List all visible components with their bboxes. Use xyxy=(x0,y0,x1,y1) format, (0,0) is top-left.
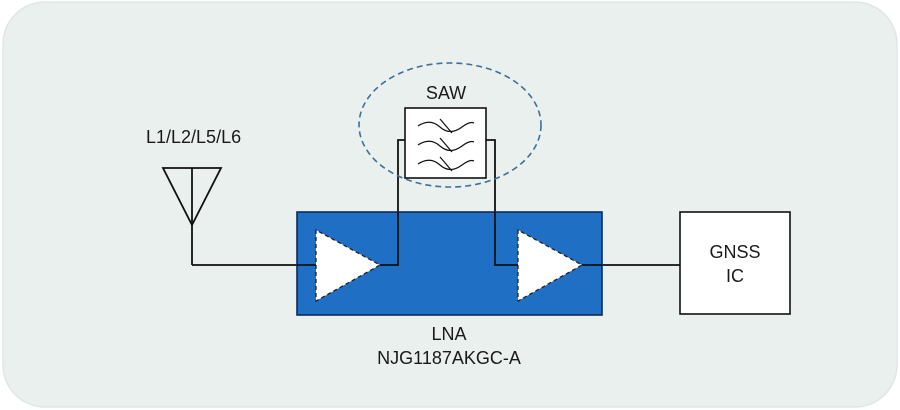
amplifier-triangle-icon xyxy=(315,228,382,303)
saw-filter-icon xyxy=(404,107,487,179)
amplifier-triangle-icon xyxy=(517,228,584,303)
gnss-label: GNSS xyxy=(709,242,760,262)
saw-highlight-ellipse xyxy=(358,62,542,188)
lna-label: LNA xyxy=(431,324,466,344)
lna-internal-wires xyxy=(297,212,602,266)
gnss-ic-block xyxy=(679,211,791,315)
saw-label: SAW xyxy=(426,83,466,103)
antenna-band-label: L1/L2/L5/L6 xyxy=(146,127,241,147)
lna-part-number: NJG1187AKGC-A xyxy=(377,348,521,368)
antenna-icon xyxy=(161,167,223,265)
ic-label: IC xyxy=(726,266,744,286)
